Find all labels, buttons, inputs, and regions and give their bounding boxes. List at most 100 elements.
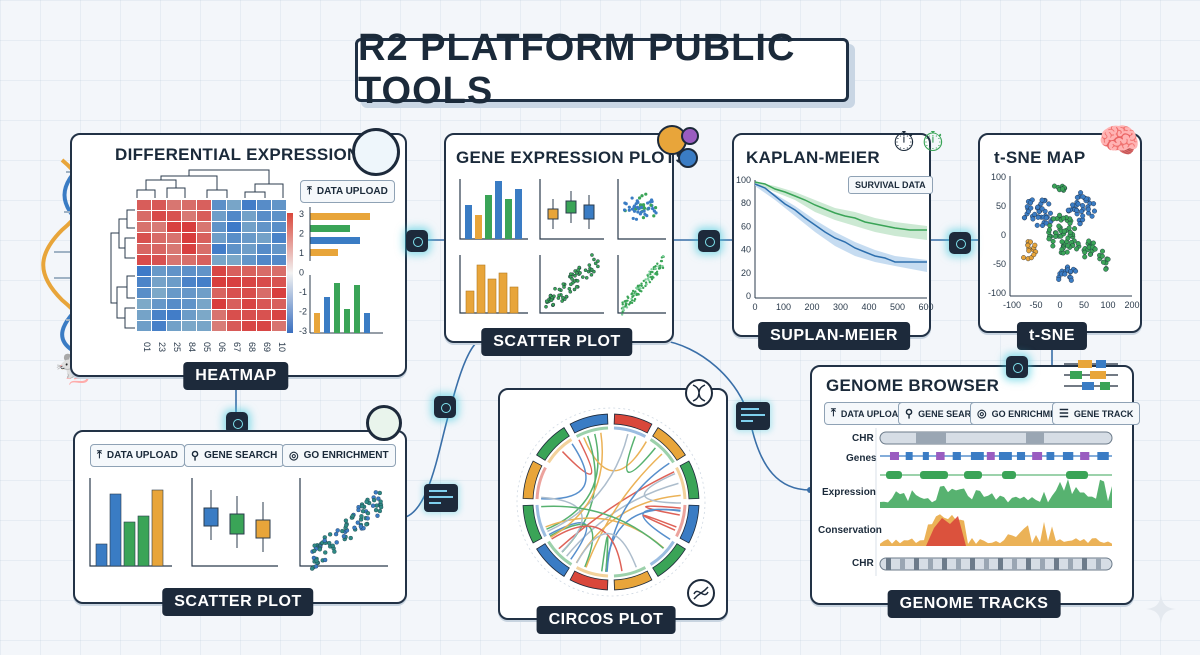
point [561,295,565,300]
data-upload-button[interactable]: ⤒ DATA UPLOAD [300,180,395,203]
circos-link [642,514,677,531]
point [640,284,643,287]
point [1047,223,1053,229]
point [370,503,376,508]
point [551,302,555,307]
point [650,268,653,271]
chr-band [1040,558,1045,570]
bar [495,181,502,239]
heatmap-cell [152,255,166,265]
point [649,203,653,207]
point [1099,248,1105,254]
circos-panel[interactable] [498,388,728,620]
bar [137,515,150,567]
heatmap-cell [212,266,226,276]
connector-node[interactable] [406,230,428,252]
panel-caption: SCATTER PLOT [162,588,314,616]
heatmap-cell [212,310,226,320]
heatmap-cell [212,200,226,210]
point [649,270,653,274]
x-tick: 0 [752,302,757,312]
point [1065,243,1071,249]
box [565,200,577,214]
point [569,282,573,287]
connector-node[interactable] [434,396,456,418]
point [1035,204,1041,210]
heatmap-cell [272,211,286,221]
heatmap-cell [182,321,196,331]
box [547,208,559,220]
go-enrichment-button[interactable]: ◎ GO ENRICHMENT [970,402,1076,425]
heatmap-cell [227,310,241,320]
point [1057,212,1063,218]
data-upload-button[interactable]: ⤒ DATA UPLOAD [90,444,185,467]
panel-caption: CIRCOS PLOT [536,606,676,634]
heatmap-cell [152,211,166,221]
point [654,272,658,276]
point [1080,213,1086,219]
point [1039,197,1045,203]
point [1085,206,1091,212]
gene-search-button[interactable]: ⚲ GENE SEARCH [898,402,992,425]
chr-band [1012,558,1017,570]
heatmap-cell [197,266,211,276]
heatmap-cell [167,299,181,309]
chr-band [928,558,933,570]
point [1091,201,1097,207]
heatmap-cell [257,211,271,221]
point [636,285,640,288]
circos-segment [569,413,609,434]
point [590,267,594,272]
point [1074,207,1080,213]
point [1091,208,1097,214]
point [1051,216,1057,222]
point [638,196,642,200]
panel-title: GENOME BROWSER [826,376,1000,395]
bar [498,272,508,314]
go-enrichment-button[interactable]: ◎ GO ENRICHMENT [282,444,396,467]
heatmap-cell [137,277,151,287]
circos-inner-track [575,566,609,578]
circos-link [566,482,679,557]
gene-search-button[interactable]: ⚲ GENE SEARCH [184,444,285,467]
point [596,259,600,263]
panel-caption: HEATMAP [183,362,289,390]
point [642,279,646,283]
gene-exon [1080,452,1090,460]
heatmap-cell [212,222,226,232]
y-tick: 50 [996,201,1006,211]
connector-node[interactable] [949,232,971,254]
gene-track-button[interactable]: ☰ GENE TRACK [1052,402,1141,425]
gene-block [1066,471,1088,479]
heatmap-cell [152,233,166,243]
panel-title: t-SNE MAP [994,148,1086,167]
heatmap-cell [197,233,211,243]
point [652,209,656,213]
heatmap-cell [137,211,151,221]
point [567,286,572,291]
heatmap-cell [212,255,226,265]
point [1027,239,1033,245]
heatmap-cell [257,310,271,320]
point [348,535,353,541]
heatmap-cell [272,321,286,331]
heatmap-cell [182,200,196,210]
point [635,286,638,290]
point [323,550,328,555]
gene-expression-grid [459,179,666,316]
circos-segment [522,460,543,500]
point [1031,252,1037,258]
connector-node[interactable] [1006,356,1028,378]
point [1030,216,1036,222]
point [630,301,634,305]
point [1035,214,1041,220]
point [1050,243,1056,249]
gene-exon [986,452,995,460]
connector-node[interactable] [698,230,720,252]
heatmap-cell [137,255,151,265]
heatmap-cell [227,244,241,254]
point [359,504,365,509]
circos-segment [522,504,543,544]
heatmap-cell [242,222,256,232]
connector-node[interactable] [226,412,248,434]
